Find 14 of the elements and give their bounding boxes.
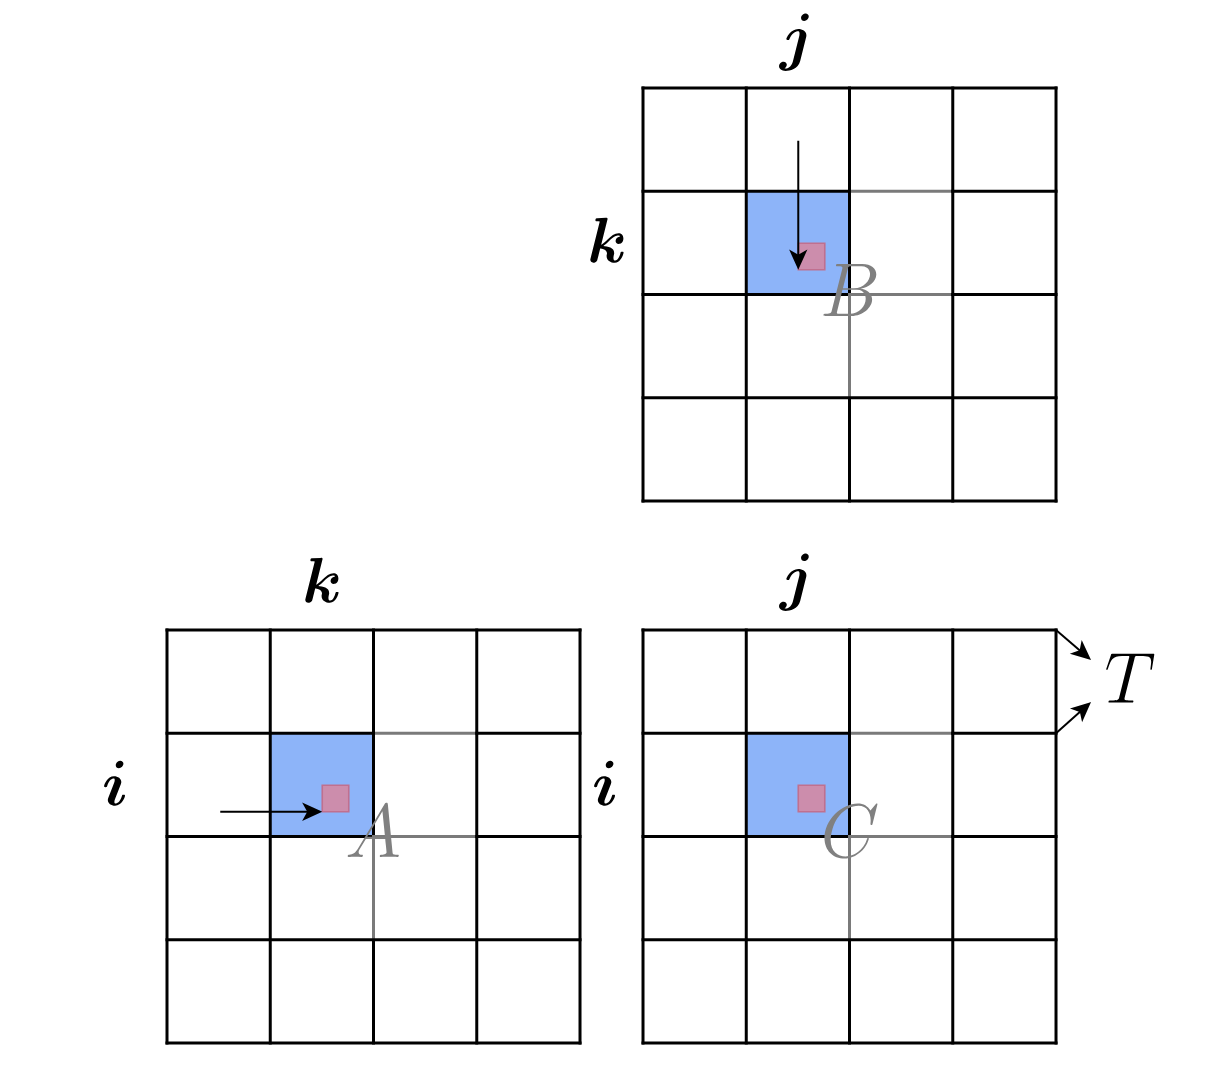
matrix-grid [641,628,1058,1045]
axis-label: $i$ [594,760,615,806]
matrix-grid [641,86,1058,503]
matrix-grid [165,628,582,1045]
axis-label: $j$ [779,553,809,611]
matrix-letter: $A$ [347,802,399,857]
axis-label: $k$ [590,217,624,263]
matrix-letter: $B$ [823,264,877,316]
axis-label: $k$ [305,557,339,603]
axis-label: $i$ [104,760,125,806]
small-square [797,784,826,813]
math-symbol: $T$ [1106,653,1155,703]
matrix-letter: $C$ [824,803,878,859]
axis-label: $j$ [779,13,809,71]
